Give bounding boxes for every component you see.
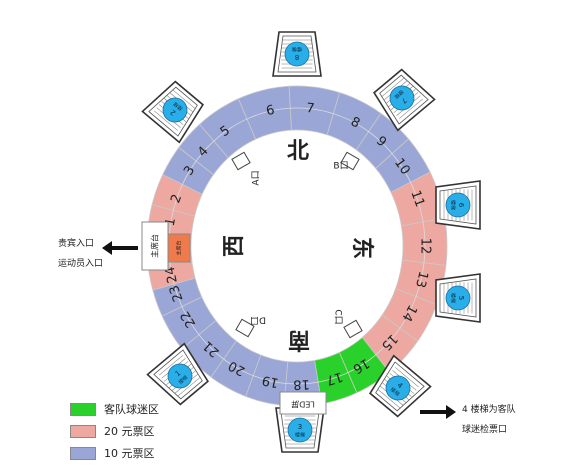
staircase-6[interactable]: 6楼梯 xyxy=(435,180,481,230)
legend-label-away: 客队球迷区 xyxy=(104,403,159,416)
direction-south: 南 xyxy=(288,327,310,352)
main-stand: 主席台 主席台 xyxy=(141,221,191,271)
staircase-number-7: 7 xyxy=(400,96,409,105)
section-label-19: 19 xyxy=(261,372,280,390)
led-label: LED屏 xyxy=(291,400,315,409)
led-screen: LED屏 xyxy=(279,391,327,415)
staircase-caption-1: 楼梯 xyxy=(177,374,189,386)
away-checkin-note: 球迷检票口 xyxy=(462,425,508,435)
direction-east: 东 xyxy=(349,237,375,259)
staircase-5[interactable]: 5楼梯 xyxy=(435,273,481,323)
section-label-7: 7 xyxy=(305,101,315,117)
gate-c-label: C口 xyxy=(333,309,343,324)
gate-d-label: D口 xyxy=(250,315,266,325)
staircase-caption-3: 楼梯 xyxy=(295,432,305,439)
section-label-23: 23 xyxy=(167,283,187,304)
away-stair-note: 4 楼梯为客队 xyxy=(462,405,516,415)
section-label-12: 12 xyxy=(418,238,433,255)
vip-entrance-note: 贵宾入口 xyxy=(58,239,95,249)
section-label-16: 16 xyxy=(350,355,372,376)
legend-swatch-20 xyxy=(70,424,96,438)
staircase-caption-2: 楼梯 xyxy=(172,100,184,112)
staircase-caption-7: 楼梯 xyxy=(393,88,405,100)
seating-ring: 1234567891011121314151617181920212223242… xyxy=(146,85,448,407)
legend-swatch-10 xyxy=(70,446,96,460)
main-stand-box-label: 主席台 xyxy=(176,240,183,255)
right-arrow xyxy=(420,405,456,419)
legend-10: 10 元票区 xyxy=(70,445,155,461)
staircase-caption-5: 楼梯 xyxy=(450,293,457,303)
direction-west: 西 xyxy=(222,235,247,257)
staircase-number-3: 3 xyxy=(298,423,302,431)
staircase-2[interactable]: 2楼梯 xyxy=(141,78,207,144)
gate-c[interactable]: C口 xyxy=(333,309,363,339)
staircase-8[interactable]: 8楼梯 xyxy=(272,31,322,77)
main-stand-label: 主席台 xyxy=(150,234,160,258)
gate-d[interactable]: D口 xyxy=(235,315,266,338)
section-label-1: 1 xyxy=(163,217,179,228)
staircase-caption-6: 楼梯 xyxy=(450,200,457,210)
legend-20: 20 元票区 xyxy=(70,423,155,439)
legend-away: 客队球迷区 xyxy=(70,401,159,417)
staircase-caption-8: 楼梯 xyxy=(292,46,302,53)
section-label-13: 13 xyxy=(412,270,431,290)
left-arrow xyxy=(102,241,138,255)
staircase-3[interactable]: 3楼梯 xyxy=(275,407,325,453)
gate-a-label: A口 xyxy=(252,170,262,185)
gate-b-label: B口 xyxy=(333,162,348,172)
staircase-4[interactable]: 4楼梯 xyxy=(365,354,432,421)
section-label-22: 22 xyxy=(178,308,199,330)
section-label-20: 20 xyxy=(226,357,248,378)
staircase-1[interactable]: 1楼梯 xyxy=(146,342,212,409)
staircase-number-8: 8 xyxy=(295,53,299,61)
staircase-caption-4: 楼梯 xyxy=(389,386,401,398)
staircase-number-6: 6 xyxy=(457,203,465,208)
legend-label-20: 20 元票区 xyxy=(104,425,155,438)
section-label-18: 18 xyxy=(293,376,310,392)
gate-a[interactable]: A口 xyxy=(231,151,262,186)
section-label-6: 6 xyxy=(265,103,276,119)
section-label-14: 14 xyxy=(398,302,419,324)
staircase-number-4: 4 xyxy=(396,381,405,390)
staircase-number-1: 1 xyxy=(174,369,183,378)
section-label-11: 11 xyxy=(407,188,427,209)
staircase-7[interactable]: 7楼梯 xyxy=(369,66,436,132)
legend-swatch-away xyxy=(70,402,96,416)
direction-north: 北 xyxy=(287,139,309,164)
staircase-number-2: 2 xyxy=(169,108,178,117)
legend-label-10: 10 元票区 xyxy=(104,447,155,460)
section-label-17: 17 xyxy=(324,368,344,387)
staircase-number-5: 5 xyxy=(457,296,465,300)
athlete-entrance-note: 运动员入口 xyxy=(58,259,104,269)
gate-b[interactable]: B口 xyxy=(333,151,360,172)
